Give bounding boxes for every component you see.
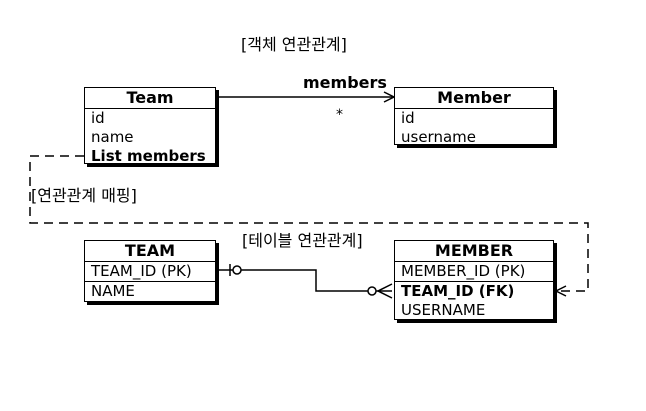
mapping-label: [연관관계 매핑] (31, 186, 137, 205)
member-table-column-username: USERNAME (401, 301, 486, 319)
table-section-title: [테이블 연관관계] (242, 231, 363, 250)
association-label: members (303, 73, 387, 92)
team-table-pk: TEAM_ID (PK) (85, 262, 215, 282)
team-field-members: List members (91, 147, 206, 165)
team-table-box: TEAM TEAM_ID (PK) NAME (84, 240, 216, 302)
many-circle (367, 286, 377, 296)
mapping-arrowhead (554, 285, 567, 297)
member-class-name: Member (395, 88, 553, 109)
team-table-column-name: NAME (91, 282, 135, 300)
mapping-dashed-line (29, 155, 589, 292)
team-class-name: Team (85, 88, 215, 109)
member-field-username: username (401, 128, 476, 146)
member-class-box: Member id username (394, 87, 554, 146)
team-class-box: Team id name List members (84, 87, 216, 165)
team-field-name: name (91, 128, 134, 146)
team-table-name: TEAM (85, 241, 215, 262)
member-field-id: id (401, 109, 415, 127)
member-table-pk: MEMBER_ID (PK) (395, 262, 553, 282)
team-field-id: id (91, 109, 105, 127)
association-multiplicity: * (336, 107, 343, 123)
one-circle (232, 265, 242, 275)
member-table-box: MEMBER MEMBER_ID (PK) TEAM_ID (FK) USERN… (394, 240, 554, 320)
member-table-name: MEMBER (395, 241, 553, 262)
crow-foot (376, 283, 393, 299)
relationship-line (216, 269, 392, 292)
object-section-title: [객체 연관관계] (241, 35, 347, 54)
member-table-fk: TEAM_ID (FK) (401, 282, 515, 300)
